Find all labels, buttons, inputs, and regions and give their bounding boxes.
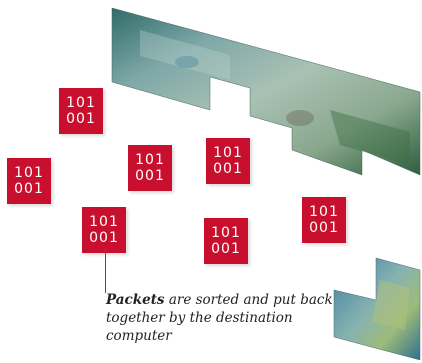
data-packet: 101 001: [206, 138, 250, 184]
data-packet: 101 001: [302, 197, 346, 243]
caption-text: Packets are sorted and put back together…: [106, 291, 336, 345]
caption-leader-line: [105, 248, 106, 293]
portrait-eye-right: [286, 110, 314, 126]
portrait-eye-left: [175, 56, 199, 68]
caption-body: are sorted and put back together by the …: [106, 292, 333, 344]
image-fragment-top: [111, 7, 421, 176]
caption-emphasis: Packets: [106, 292, 165, 308]
data-packet: 101 001: [7, 158, 51, 204]
data-packet: 101 001: [128, 145, 172, 191]
data-packet: 101 001: [82, 207, 126, 253]
data-packet: 101 001: [59, 88, 103, 134]
data-packet: 101 001: [204, 218, 248, 264]
